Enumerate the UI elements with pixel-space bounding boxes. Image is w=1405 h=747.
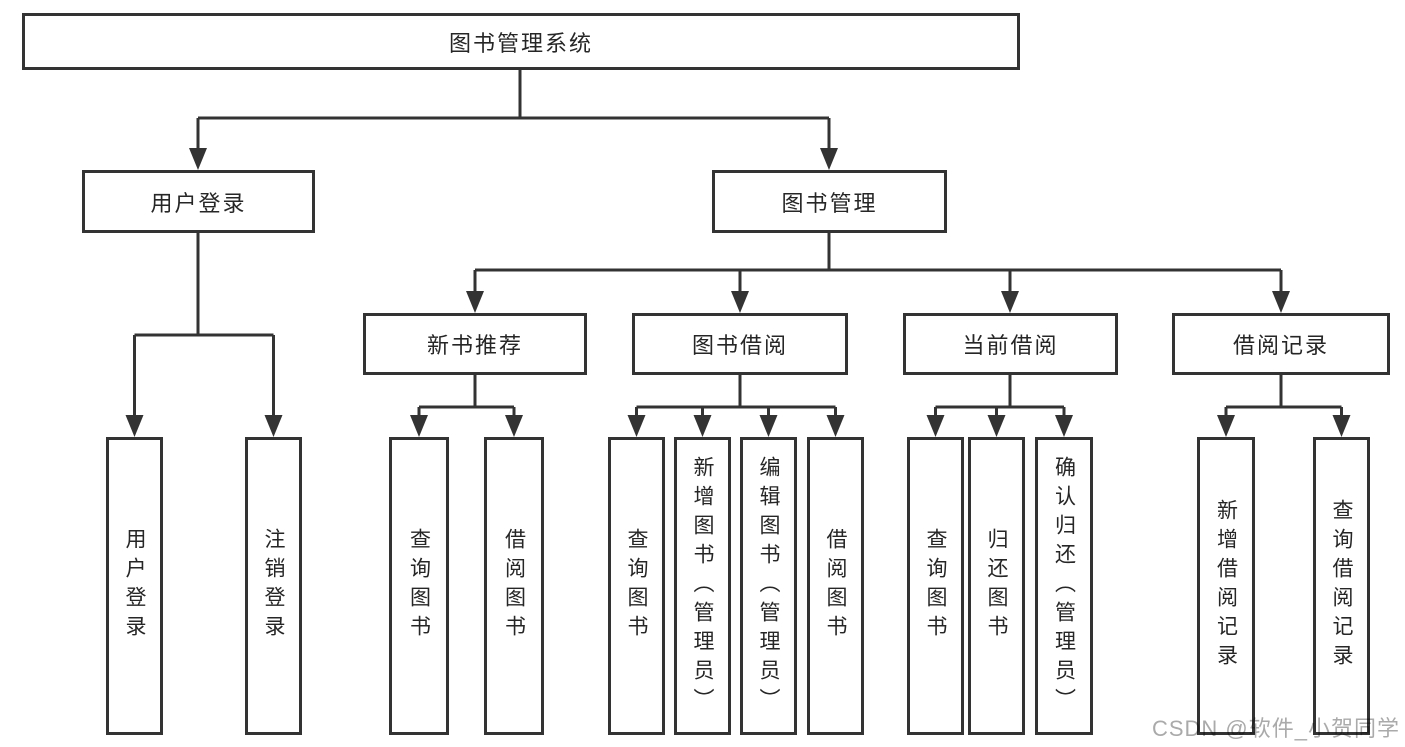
node-current-borrow: 当前借阅 (903, 313, 1118, 375)
node-label: 新书推荐 (426, 333, 523, 358)
node-label: 确认归还（管理员） (1052, 455, 1076, 717)
node-label: 编辑图书（管理员） (757, 455, 780, 717)
node-label: 借阅图书 (502, 528, 526, 644)
leaf-logout-login: 注销登录 (245, 437, 302, 735)
node-label: 图书管理 (781, 190, 878, 216)
leaf-edit-book-admin: 编辑图书（管理员） (740, 437, 797, 735)
leaf-query-book-under-current: 查询图书 (907, 437, 964, 735)
node-root-system: 图书管理系统 (22, 13, 1020, 70)
csdn-watermark: CSDN @软件_小贺同学 (1151, 716, 1400, 741)
node-label: 用户登录 (150, 190, 247, 216)
leaf-confirm-return-admin: 确认归还（管理员） (1035, 437, 1093, 735)
node-label: 新增图书（管理员） (691, 455, 714, 717)
node-label: 图书管理系统 (448, 30, 593, 56)
node-borrow-records: 借阅记录 (1172, 313, 1390, 375)
node-label: 借阅记录 (1232, 333, 1329, 358)
node-book-management: 图书管理 (712, 170, 947, 233)
node-label: 当前借阅 (962, 333, 1059, 358)
node-label: 图书借阅 (691, 333, 788, 358)
leaf-add-book-admin: 新增图书（管理员） (674, 437, 731, 735)
node-user-login: 用户登录 (82, 170, 315, 233)
leaf-query-borrow-record: 查询借阅记录 (1313, 437, 1370, 735)
leaf-return-book: 归还图书 (968, 437, 1025, 735)
node-new-book-recommend: 新书推荐 (363, 313, 587, 375)
node-label: 用户登录 (123, 528, 146, 644)
node-label: 查询借阅记录 (1330, 499, 1353, 673)
node-label: 新增借阅记录 (1214, 499, 1238, 673)
node-label: 查询图书 (924, 528, 947, 644)
leaf-user-login: 用户登录 (106, 437, 163, 735)
node-label: 注销登录 (262, 528, 285, 644)
node-label: 查询图书 (407, 528, 431, 644)
leaf-add-borrow-record: 新增借阅记录 (1197, 437, 1255, 735)
leaf-borrow-book-under-borrow: 借阅图书 (807, 437, 864, 735)
node-book-borrow: 图书借阅 (632, 313, 848, 375)
node-label: 归还图书 (985, 528, 1008, 644)
leaf-query-book-under-borrow: 查询图书 (608, 437, 665, 735)
leaf-query-book-under-recommend: 查询图书 (389, 437, 449, 735)
arrowheads (125, 148, 1351, 437)
node-label: 借阅图书 (824, 528, 847, 644)
leaf-borrow-book-under-recommend: 借阅图书 (484, 437, 544, 735)
node-label: 查询图书 (625, 528, 648, 644)
